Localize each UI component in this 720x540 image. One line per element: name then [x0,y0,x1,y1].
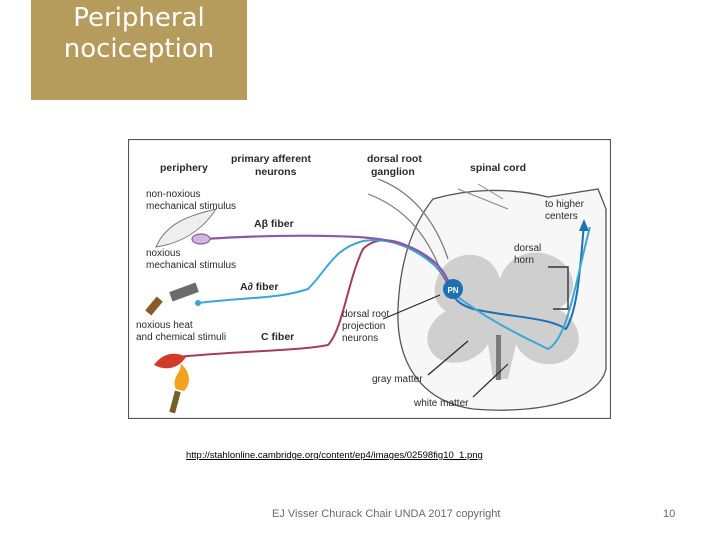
pn-neuron [443,279,463,299]
label-drpn-1: dorsal root [342,309,389,320]
label-primary-1: primary afferent [231,153,311,165]
label-noxious-1: noxious [146,248,180,259]
title-line-1: Peripheral [73,3,205,33]
dorsal-horn-bracket [548,266,569,310]
pointer-projection [382,294,441,320]
label-gray-matter: gray matter [372,374,423,385]
gray-matter-shape [427,252,579,379]
ascending-tract [449,223,585,331]
central-canal [496,335,501,380]
label-drpn-2: projection [342,321,385,332]
dorsal-root-upper [377,178,449,260]
footer-copyright: EJ Visser Churack Chair UNDA 2017 copyri… [272,508,501,520]
ab-fiber-path [203,234,452,286]
label-higher-1: to higher [545,199,585,210]
label-dorsal-horn-1: dorsal [514,243,541,254]
label-heat-2: and chemical stimuli [136,332,226,343]
slide-title: Peripheral nociception [31,0,247,100]
root-line-2 [477,183,504,200]
source-link[interactable]: http://stahlonline.cambridge.org/content… [186,450,483,461]
label-drg-1: dorsal root [367,153,422,165]
nociception-diagram: PN periphery primary afferent neurons do… [127,138,612,420]
match-icon [169,390,181,414]
hammer-handle-icon [145,296,163,316]
flame-icon [174,363,189,391]
label-dorsal-horn-2: horn [514,255,534,266]
label-ab-fiber: Aβ fiber [254,218,294,230]
page-number: 10 [663,508,676,520]
pointer-white [472,363,509,398]
label-spinal-cord: spinal cord [470,162,526,174]
label-white-matter: white matter [413,398,469,409]
label-periphery: periphery [160,162,208,174]
label-nonnoxious-2: mechanical stimulus [146,201,236,212]
title-line-2: nociception [63,34,215,64]
label-noxious-2: mechanical stimulus [146,260,236,271]
label-higher-2: centers [545,211,578,222]
label-drg-2: ganglion [371,166,415,178]
label-primary-2: neurons [255,166,297,178]
label-drpn-3: neurons [342,333,378,344]
ad-receptor [195,300,201,306]
pn-label: PN [447,286,458,295]
ad-fiber-path [197,239,453,304]
label-ad-fiber: A∂ fiber [240,281,278,293]
label-heat-1: noxious heat [136,320,193,331]
pointer-gray [427,340,469,376]
ascending-tract-2 [449,226,591,351]
higher-centers-arrow [579,219,589,231]
label-nonnoxious-1: non-noxious [146,189,200,200]
dorsal-root-lower [367,193,441,270]
feather-icon [155,208,218,248]
label-c-fiber: C fiber [261,331,294,343]
hammer-head-icon [169,282,199,302]
chili-pepper-icon [154,353,186,369]
ab-receptor [191,233,211,245]
root-line [457,188,509,210]
diagram-svg: PN periphery primary afferent neurons do… [127,138,612,420]
